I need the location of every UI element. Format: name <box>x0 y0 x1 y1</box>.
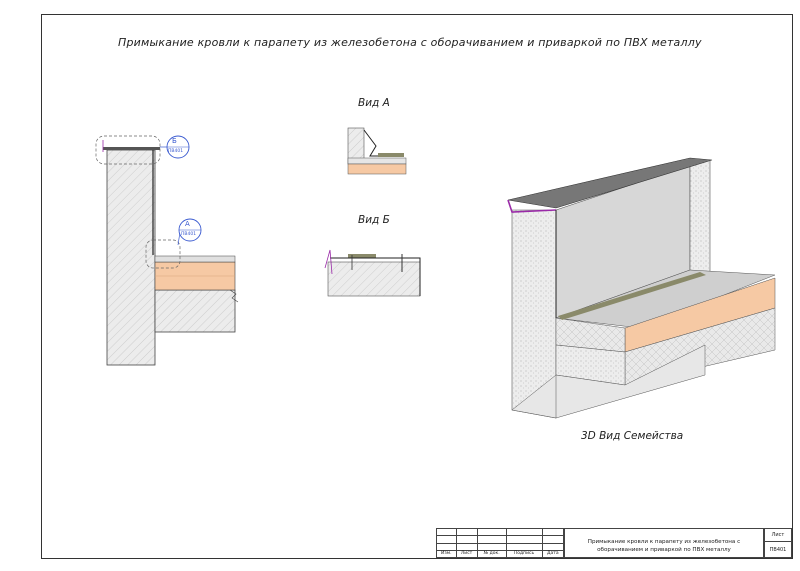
section-drawing <box>95 135 239 366</box>
title-block: Изм. Лист № док. Подпись Дата Примыкание… <box>436 527 792 559</box>
view-a-label: Вид А <box>358 97 390 109</box>
callout-b-letter: Б <box>172 137 177 145</box>
drawing-title: Примыкание кровли к парапету из железобе… <box>118 36 702 49</box>
title-block-sheet-cell: Лист ПВ401 <box>764 528 792 558</box>
three-d-view <box>507 157 776 419</box>
drawing-sheet-frame <box>41 14 793 559</box>
sheet-value: ПВ401 <box>769 547 787 553</box>
col-header-date: Дата <box>541 549 565 559</box>
col-header-signature: Подпись <box>505 549 543 559</box>
sheet-label: Лист <box>765 529 791 542</box>
three-d-view-label: 3D Вид Семейства <box>581 430 684 442</box>
callout-a[interactable] <box>177 218 202 246</box>
col-header-doc-number: № док. <box>476 549 507 559</box>
callout-b-sheet: ПВ401 <box>168 149 184 154</box>
callout-b[interactable] <box>160 135 190 159</box>
title-block-grid: Изм. Лист № док. Подпись Дата <box>436 527 565 559</box>
col-header-change: Изм. <box>436 549 457 559</box>
view-b-detail <box>324 249 421 297</box>
callout-a-sheet: ПВ401 <box>181 232 197 237</box>
title-block-sheet-title: Примыкание кровли к парапету из железобе… <box>564 528 764 558</box>
col-header-sheet: Лист <box>455 549 478 559</box>
view-a-detail <box>347 127 407 175</box>
view-b-label: Вид Б <box>358 214 390 226</box>
callout-a-letter: А <box>185 220 190 228</box>
